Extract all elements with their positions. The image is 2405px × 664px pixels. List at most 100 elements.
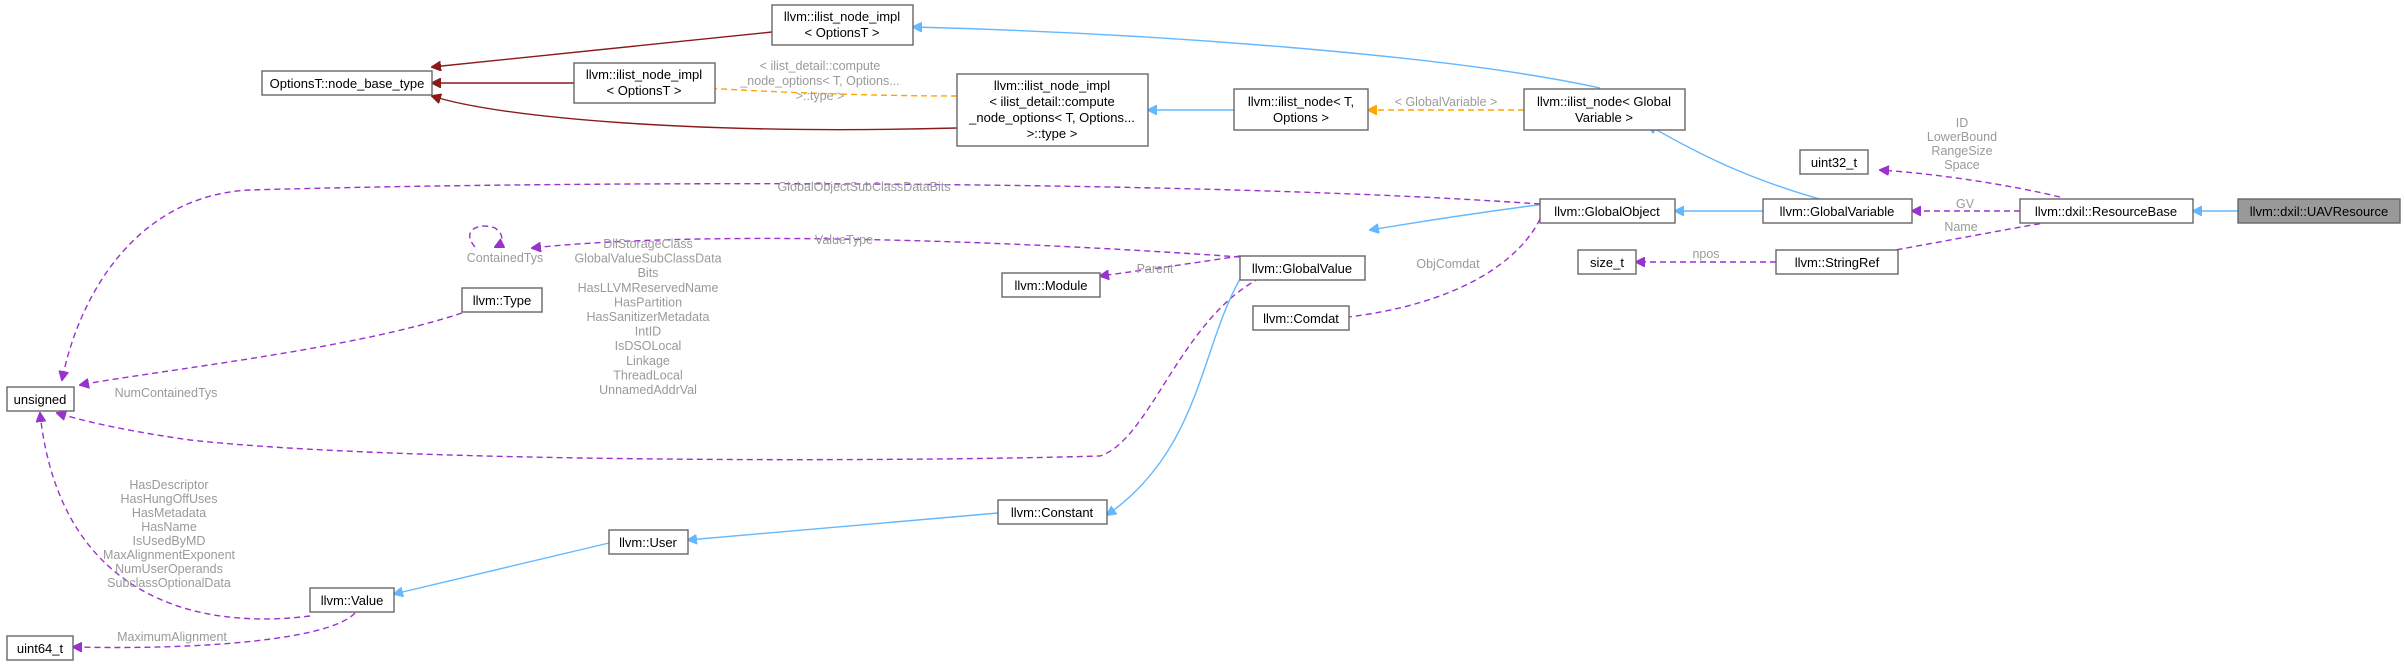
svg-text:llvm::Constant: llvm::Constant — [1011, 505, 1094, 520]
text-line: HasMetadata — [132, 506, 206, 520]
node-unsigned[interactable]: unsigned — [6, 386, 75, 412]
edge-ilistimpl-top-to-ilistnode-gv — [913, 27, 1601, 89]
svg-text:unsigned: unsigned — [14, 392, 67, 407]
edge-unsigned-to-globalobject — [62, 182, 1541, 380]
text-line: llvm::Module — [1015, 278, 1088, 293]
label-globalobject-unsigned: GlobalObjectSubClassDataBits — [778, 180, 951, 194]
text-line: HasSanitizerMetadata — [587, 310, 710, 324]
text-line: OptionsT::node_base_type — [270, 76, 425, 91]
text-line: RangeSize — [1931, 144, 1992, 158]
node-uint64[interactable]: uint64_t — [6, 635, 74, 661]
text-line: llvm::ilist_node_impl — [994, 78, 1110, 93]
svg-text:llvm::ilist_node< T,Options >: llvm::ilist_node< T,Options > — [1248, 94, 1354, 125]
text-line: NumUserOperands — [115, 562, 223, 576]
edge-unsigned-to-globalvalue — [57, 277, 1261, 461]
node-ilistnodeimpl-detail[interactable]: llvm::ilist_node_impl< ilist_detail::com… — [956, 73, 1149, 147]
text-line: GlobalValueSubClassData — [574, 252, 721, 266]
svg-text:llvm::dxil::UAVResource: llvm::dxil::UAVResource — [2250, 204, 2388, 219]
label-stringref-size: npos — [1692, 247, 1719, 261]
text-line: llvm::GlobalObject — [1554, 204, 1660, 219]
text-line: GlobalObjectSubClassDataBits — [778, 180, 951, 194]
svg-text:llvm::ilist_node< GlobalVariab: llvm::ilist_node< GlobalVariable > — [1537, 94, 1671, 125]
text-line: llvm::StringRef — [1795, 255, 1880, 270]
svg-text:llvm::ilist_node_impl< Options: llvm::ilist_node_impl< OptionsT > — [586, 67, 702, 98]
node-uavresource[interactable]: llvm::dxil::UAVResource — [2237, 198, 2401, 224]
node-globalvariable[interactable]: llvm::GlobalVariable — [1762, 198, 1913, 224]
text-line: ValueType — [815, 233, 873, 247]
text-line: llvm::ilist_node_impl — [586, 67, 702, 82]
node-uint32[interactable]: uint32_t — [1799, 149, 1869, 175]
node-ilistnode-t-options[interactable]: llvm::ilist_node< T,Options > — [1233, 88, 1369, 131]
node-sizet[interactable]: size_t — [1577, 249, 1637, 275]
svg-text:uint32_t: uint32_t — [1811, 155, 1858, 170]
label-type-self: ContainedTys — [467, 251, 543, 265]
svg-text:llvm::Value: llvm::Value — [321, 593, 384, 608]
label-resbase-gv: GV — [1956, 197, 1975, 211]
text-line: NumContainedTys — [115, 386, 218, 400]
text-line: ContainedTys — [467, 251, 543, 265]
edge-ilistnode-gv-to-globalvariable — [1648, 125, 1831, 203]
text-line: llvm::Constant — [1011, 505, 1094, 520]
node-value[interactable]: llvm::Value — [309, 587, 395, 613]
svg-text:llvm::GlobalObject: llvm::GlobalObject — [1554, 204, 1660, 219]
edge-unsigned-to-value — [40, 413, 311, 620]
edge-user-to-value — [394, 542, 610, 594]
edge-nodebase-to-ilistimpl-top — [432, 31, 773, 67]
text-line: llvm::ilist_node< Global — [1537, 94, 1671, 109]
svg-text:llvm::dxil::ResourceBase: llvm::dxil::ResourceBase — [2035, 204, 2177, 219]
label-resbase-name: Name — [1944, 220, 1977, 234]
node-globalvalue[interactable]: llvm::GlobalValue — [1239, 255, 1366, 281]
text-line: ObjComdat — [1416, 257, 1480, 271]
text-line: < OptionsT > — [805, 25, 880, 40]
text-line: llvm::ilist_node_impl — [784, 9, 900, 24]
node-stringref[interactable]: llvm::StringRef — [1775, 249, 1899, 275]
edge-constant-to-user — [688, 512, 999, 540]
svg-text:llvm::Comdat: llvm::Comdat — [1263, 311, 1339, 326]
text-line: DllStorageClass — [603, 237, 693, 251]
text-line: SubclassOptionalData — [107, 576, 231, 590]
edges — [40, 27, 2238, 648]
text-line: llvm::dxil::ResourceBase — [2035, 204, 2177, 219]
text-line: Linkage — [626, 354, 670, 368]
text-line: llvm::User — [619, 535, 677, 550]
node-ilistnodeimpl-mid[interactable]: llvm::ilist_node_impl< OptionsT > — [573, 62, 716, 104]
svg-text:llvm::StringRef: llvm::StringRef — [1795, 255, 1880, 270]
node-ilistnodeimpl-top[interactable]: llvm::ilist_node_impl< OptionsT > — [771, 4, 914, 46]
text-line: >::type > — [1027, 126, 1078, 141]
label-detail-impl: < ilist_detail::compute_node_options< T,… — [739, 59, 899, 103]
edge-uint32-to-resourcebase — [1880, 170, 2061, 198]
node-type[interactable]: llvm::Type — [461, 287, 543, 313]
svg-text:llvm::ilist_node_impl< Options: llvm::ilist_node_impl< OptionsT > — [784, 9, 900, 40]
node-node-base-type[interactable]: OptionsT::node_base_type — [261, 70, 433, 96]
edge-unsigned-to-type — [80, 312, 463, 385]
text-line: < OptionsT > — [607, 83, 682, 98]
node-user[interactable]: llvm::User — [608, 529, 689, 555]
text-line: uint64_t — [17, 641, 64, 656]
svg-text:llvm::User: llvm::User — [619, 535, 677, 550]
text-line: >::type > — [796, 89, 845, 103]
node-module[interactable]: llvm::Module — [1001, 272, 1101, 298]
node-constant[interactable]: llvm::Constant — [997, 499, 1108, 525]
label-value-uint64: MaximumAlignment — [117, 630, 227, 644]
node-globalobject[interactable]: llvm::GlobalObject — [1539, 198, 1676, 224]
text-line: HasLLVMReservedName — [578, 281, 719, 295]
text-line: ID — [1956, 116, 1969, 130]
nodes: llvm::dxil::UAVResource llvm::dxil::Reso… — [6, 4, 2401, 661]
text-line: Variable > — [1575, 110, 1633, 125]
node-resourcebase[interactable]: llvm::dxil::ResourceBase — [2019, 198, 2194, 224]
text-line: llvm::ilist_node< T, — [1248, 94, 1354, 109]
text-line: GV — [1956, 197, 1975, 211]
node-comdat[interactable]: llvm::Comdat — [1252, 305, 1350, 331]
text-line: MaximumAlignment — [117, 630, 227, 644]
text-line: HasHungOffUses — [120, 492, 217, 506]
svg-text:OptionsT::node_base_type: OptionsT::node_base_type — [270, 76, 425, 91]
text-line: unsigned — [14, 392, 67, 407]
edge-type-to-type-self — [469, 225, 502, 247]
text-line: UnnamedAddrVal — [599, 383, 697, 397]
svg-text:llvm::Module: llvm::Module — [1015, 278, 1088, 293]
svg-text:llvm::GlobalVariable: llvm::GlobalVariable — [1780, 204, 1895, 219]
